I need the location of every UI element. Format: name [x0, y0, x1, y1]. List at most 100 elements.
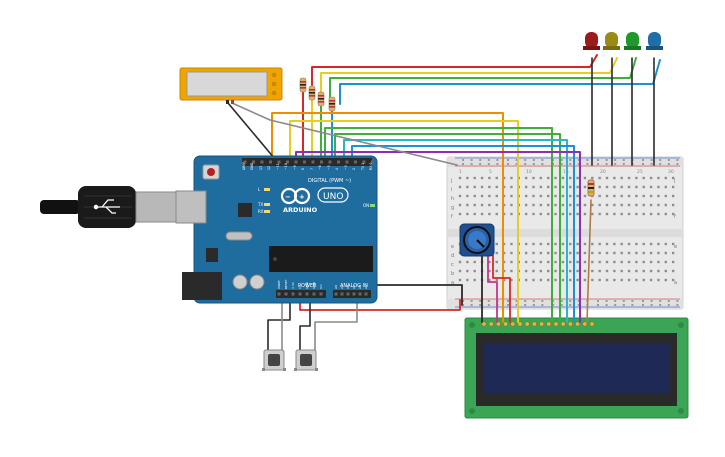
breadboard-hole[interactable]: [613, 260, 616, 264]
rail-hole[interactable]: [659, 300, 662, 302]
breadboard-hole[interactable]: [473, 203, 476, 207]
rail-hole[interactable]: [631, 304, 634, 306]
rail-hole[interactable]: [597, 163, 599, 165]
push-button-2[interactable]: [294, 349, 318, 371]
lcd-pin[interactable]: [539, 321, 545, 327]
breadboard-hole[interactable]: [561, 251, 565, 255]
leds[interactable]: [583, 32, 663, 50]
breadboard-hole[interactable]: [554, 251, 557, 255]
breadboard-hole[interactable]: [649, 242, 653, 246]
breadboard-hole[interactable]: [591, 278, 594, 282]
rail-hole[interactable]: [496, 159, 499, 161]
lcd-pin[interactable]: [481, 321, 487, 327]
rail-hole[interactable]: [631, 300, 634, 302]
led-red[interactable]: [583, 32, 600, 50]
breadboard-hole[interactable]: [539, 242, 543, 246]
breadboard-hole[interactable]: [576, 203, 579, 207]
breadboard-hole[interactable]: [649, 269, 653, 273]
breadboard-hole[interactable]: [561, 269, 565, 273]
rail-hole[interactable]: [577, 300, 580, 302]
breadboard-hole[interactable]: [598, 176, 601, 180]
breadboard-hole[interactable]: [524, 176, 528, 180]
lcd-pin[interactable]: [589, 321, 595, 327]
breadboard-hole[interactable]: [510, 212, 513, 216]
wire-orange-lcd[interactable]: [271, 112, 504, 323]
breadboard-hole[interactable]: [627, 176, 631, 180]
breadboard-hole[interactable]: [635, 203, 638, 207]
rail-hole[interactable]: [569, 300, 572, 302]
breadboard-hole[interactable]: [502, 260, 506, 264]
resistor[interactable]: [317, 91, 325, 107]
led-blue[interactable]: [646, 32, 663, 50]
breadboard-hole[interactable]: [524, 212, 528, 216]
wire-black-gnd[interactable]: [374, 284, 463, 306]
rail-hole[interactable]: [560, 163, 563, 165]
rail-hole[interactable]: [667, 304, 670, 306]
header-pin[interactable]: [371, 160, 374, 164]
wire-yellow-lcd[interactable]: [289, 120, 519, 323]
lcd-pin[interactable]: [517, 321, 523, 327]
header-pin[interactable]: [303, 160, 306, 164]
rail-hole[interactable]: [659, 304, 662, 306]
breadboard-hole[interactable]: [554, 242, 557, 246]
breadboard-hole[interactable]: [657, 251, 660, 255]
usb-cable[interactable]: [40, 186, 177, 228]
breadboard-hole[interactable]: [554, 203, 557, 207]
rail-hole[interactable]: [507, 163, 509, 165]
rail-hole[interactable]: [496, 163, 499, 165]
rail-hole[interactable]: [487, 159, 490, 161]
breadboard-hole[interactable]: [598, 251, 601, 255]
lcd-pin[interactable]: [560, 321, 566, 327]
breadboard-hole[interactable]: [657, 194, 660, 198]
lcd-pin[interactable]: [488, 321, 494, 327]
rail-hole[interactable]: [577, 159, 580, 161]
breadboard-hole[interactable]: [502, 194, 506, 198]
resistor[interactable]: [328, 96, 336, 112]
breadboard-hole[interactable]: [458, 176, 462, 180]
breadboard-hole[interactable]: [605, 251, 609, 255]
breadboard-hole[interactable]: [642, 212, 645, 216]
rail-hole[interactable]: [667, 163, 670, 165]
breadboard-hole[interactable]: [532, 212, 535, 216]
breadboard-hole[interactable]: [532, 176, 535, 180]
rail-hole[interactable]: [524, 300, 527, 302]
breadboard-hole[interactable]: [649, 251, 653, 255]
rail-hole[interactable]: [462, 300, 464, 302]
breadboard-hole[interactable]: [605, 185, 609, 189]
header-pin[interactable]: [260, 160, 264, 164]
breadboard-hole[interactable]: [569, 251, 572, 255]
breadboard-hole[interactable]: [466, 194, 469, 198]
breadboard-hole[interactable]: [635, 260, 638, 264]
breadboard-hole[interactable]: [547, 260, 550, 264]
breadboard-hole[interactable]: [539, 269, 543, 273]
breadboard-hole[interactable]: [488, 203, 491, 207]
wire-green-lcd-1[interactable]: [324, 127, 553, 323]
breadboard-hole[interactable]: [547, 242, 550, 246]
breadboard-hole[interactable]: [547, 269, 550, 273]
breadboard-hole[interactable]: [569, 278, 572, 282]
breadboard-hole[interactable]: [635, 212, 638, 216]
breadboard-hole[interactable]: [583, 269, 587, 273]
breadboard-hole[interactable]: [539, 278, 543, 282]
breadboard-hole[interactable]: [524, 260, 528, 264]
breadboard-hole[interactable]: [488, 194, 491, 198]
rail-hole[interactable]: [569, 304, 572, 306]
header-pin[interactable]: [345, 160, 349, 164]
rail-hole[interactable]: [642, 300, 644, 302]
breadboard-hole[interactable]: [627, 242, 631, 246]
breadboard-hole[interactable]: [649, 203, 653, 207]
led-green[interactable]: [624, 32, 641, 50]
rail-hole[interactable]: [650, 163, 653, 165]
breadboard-hole[interactable]: [620, 212, 623, 216]
breadboard-hole[interactable]: [664, 242, 667, 246]
breadboard-hole[interactable]: [458, 203, 462, 207]
header-pin[interactable]: [305, 292, 309, 296]
breadboard-hole[interactable]: [657, 242, 660, 246]
rail-hole[interactable]: [560, 304, 563, 306]
breadboard-hole[interactable]: [642, 185, 645, 189]
breadboard-hole[interactable]: [510, 242, 513, 246]
breadboard-hole[interactable]: [613, 212, 616, 216]
rail-hole[interactable]: [614, 300, 617, 302]
breadboard-hole[interactable]: [510, 176, 513, 180]
rail-hole[interactable]: [676, 163, 679, 165]
